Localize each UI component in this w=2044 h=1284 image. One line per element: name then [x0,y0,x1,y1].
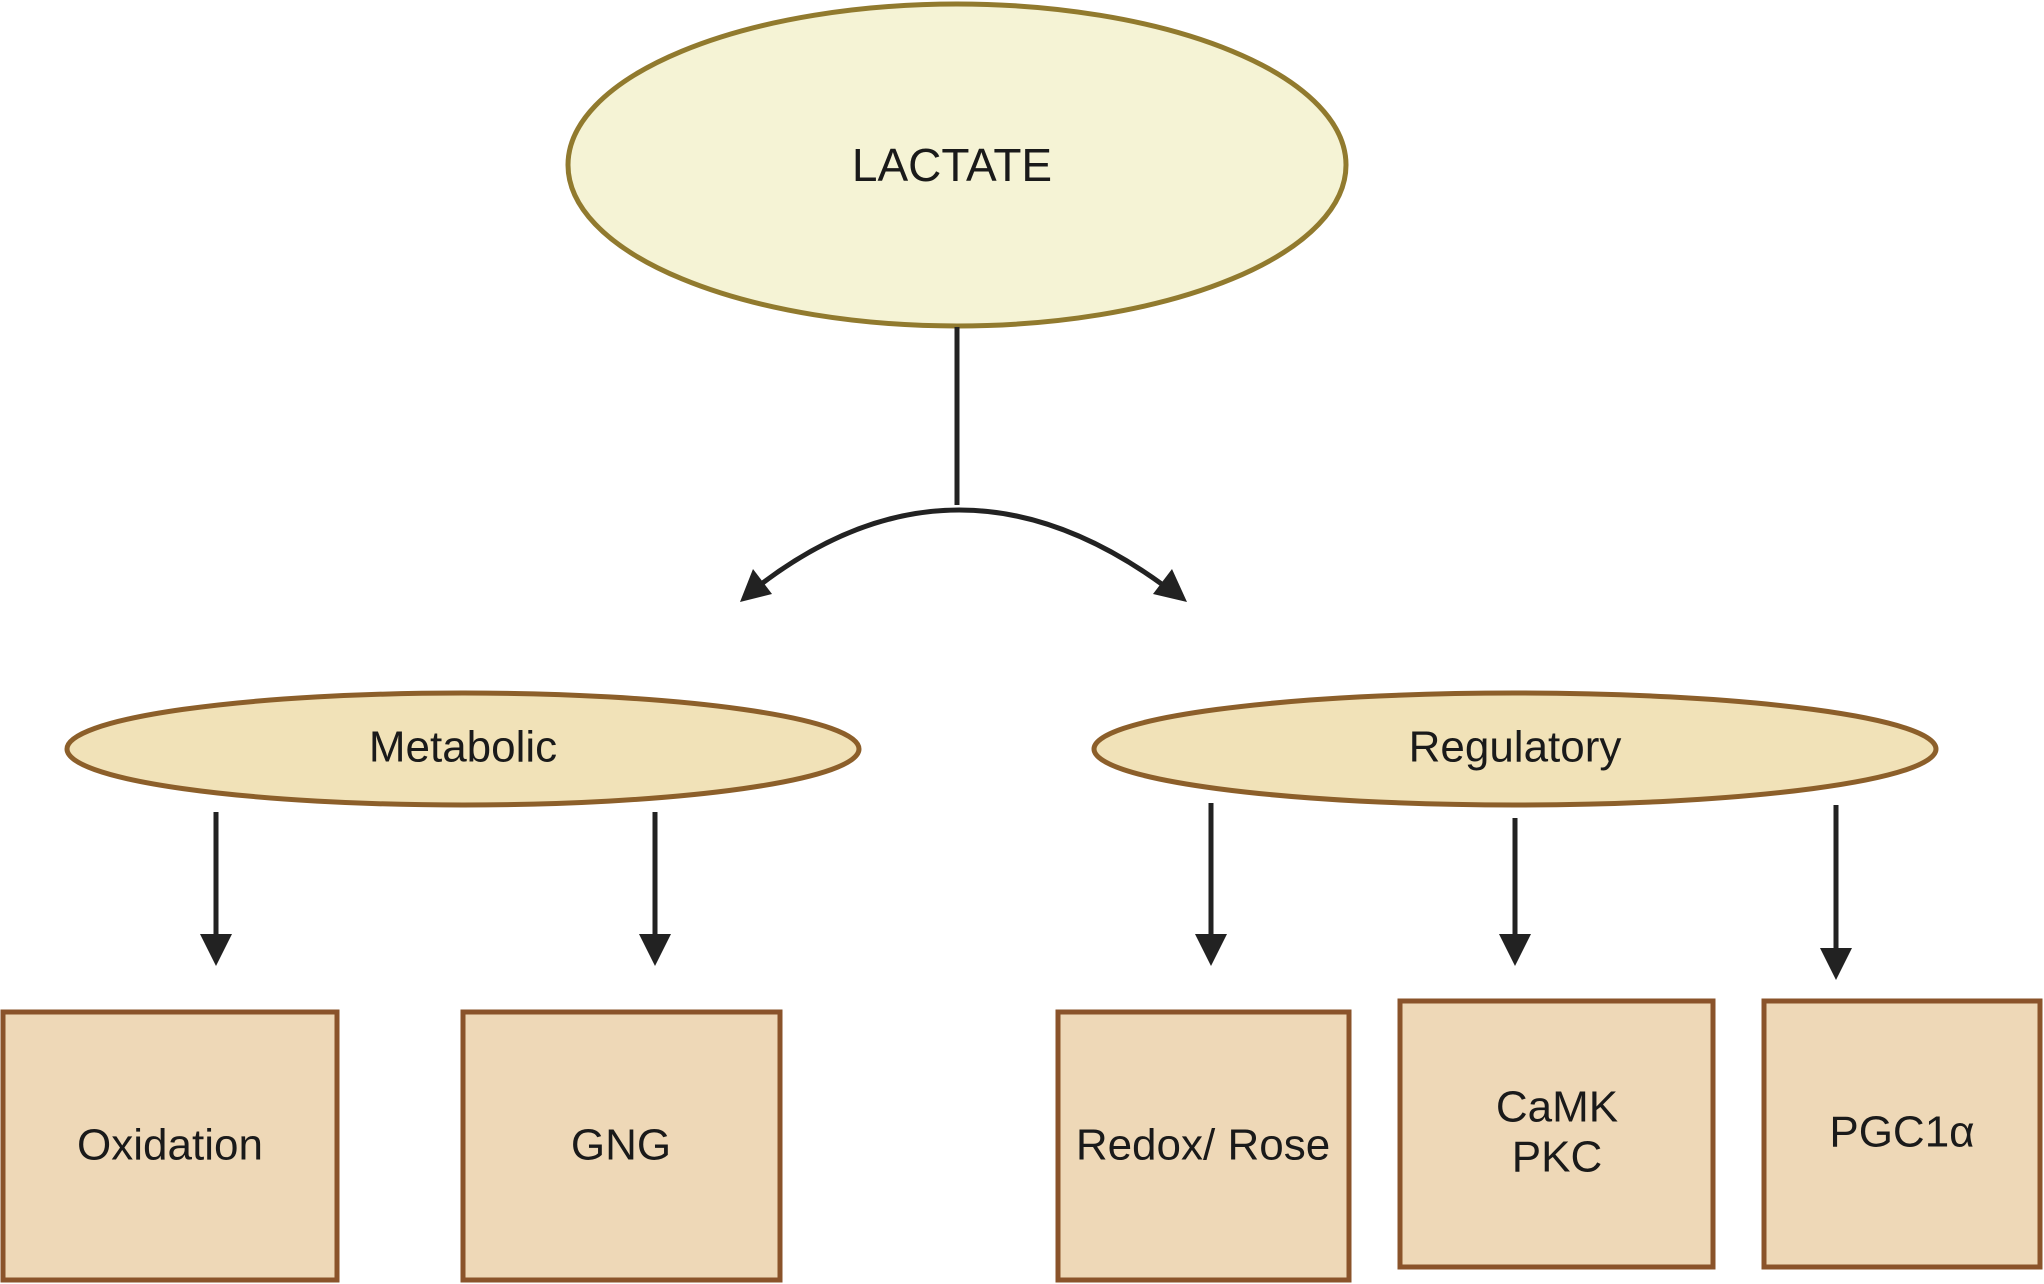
split-arc [758,507,1165,588]
category-label-regulatory: Regulatory [1409,723,1622,772]
leaf-box-oxidation [0,1009,340,1283]
leaf-node-oxidation: Oxidation [0,1009,340,1283]
leaf-label-oxidation: Oxidation [77,1121,263,1170]
leaf-label-gng: GNG [571,1121,671,1170]
leaf-label-pkc: PKC [1512,1133,1602,1182]
category-node-metabolic: Metabolic [64,690,862,808]
arrowhead-pgc1a [1820,948,1852,980]
split-arrowhead-right [1153,569,1187,602]
split-arrowhead-left [740,569,772,602]
category-ellipse-metabolic [64,690,862,808]
category-ellipse-regulatory [1091,690,1939,808]
arrowhead-camk-pkc [1499,934,1531,966]
leaf-node-camk-pkc: CaMK PKC [1397,998,1716,1270]
root-label: LACTATE [852,139,1052,191]
category-label-metabolic: Metabolic [369,723,557,772]
leaf-label-redox: Redox/ Rose [1076,1121,1330,1170]
arrowhead-oxidation [200,934,232,966]
root-node-lactate: LACTATE [565,1,1349,329]
leaf-node-gng: GNG [460,1009,783,1283]
leaf-box-redox [1055,1009,1352,1283]
leaf-box-camk-pkc [1397,998,1716,1270]
root-ellipse [565,1,1349,329]
leaf-label-pgc1a: PGC1α [1829,1108,1974,1157]
arrowhead-redox [1195,934,1227,966]
leaf-label-camk: CaMK [1496,1083,1618,1132]
leaf-box-gng [460,1009,783,1283]
leaf-node-pgc1a: PGC1α [1761,998,2043,1270]
arrowhead-gng [639,934,671,966]
category-node-regulatory: Regulatory [1091,690,1939,808]
leaf-arrows [200,803,1852,980]
leaf-node-redox: Redox/ Rose [1055,1009,1352,1283]
leaf-box-pgc1a [1761,998,2043,1270]
